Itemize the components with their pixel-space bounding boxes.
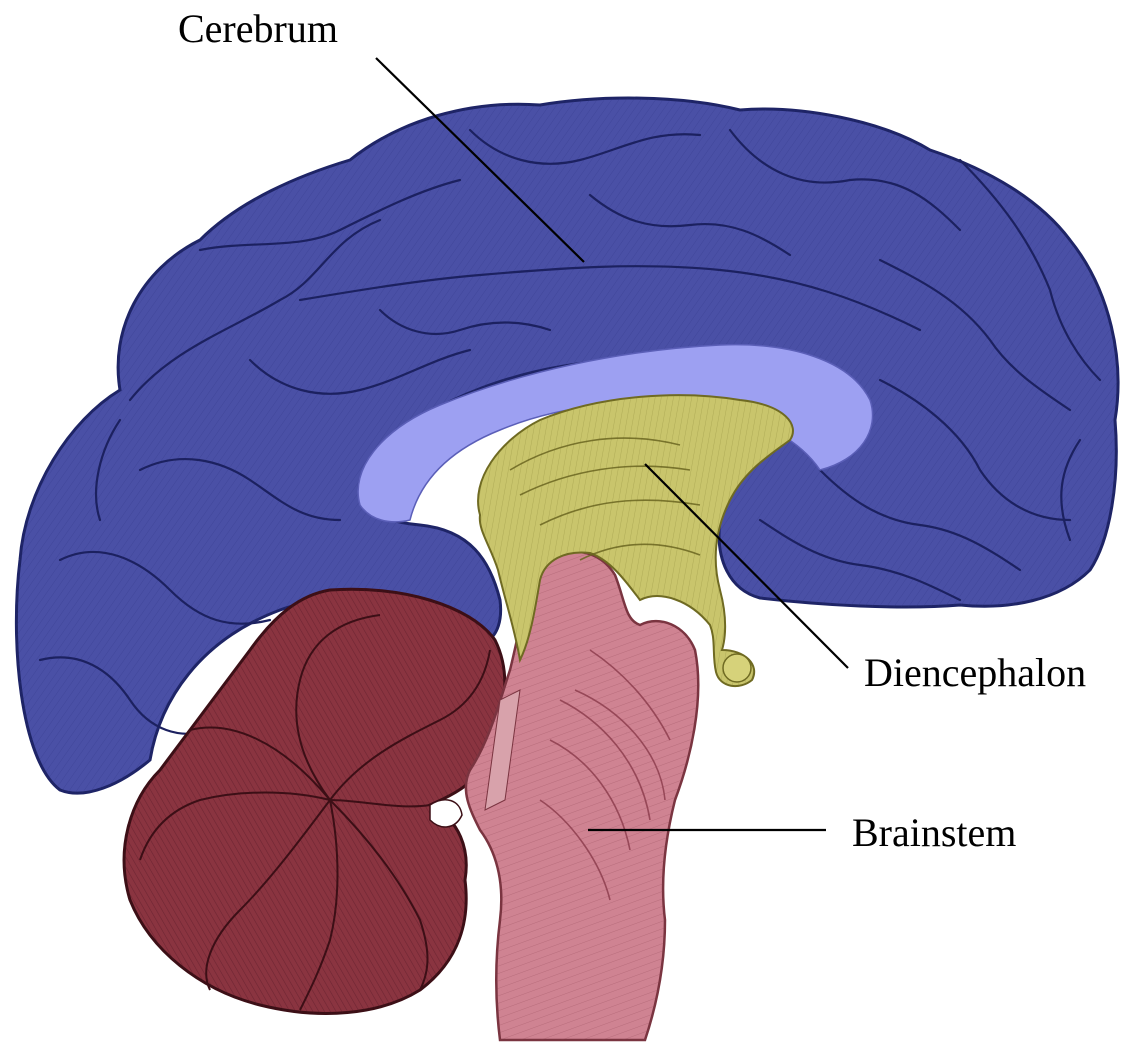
brainstem-region (466, 552, 698, 1040)
fourth-ventricle-notch (430, 800, 462, 827)
pituitary-gland (723, 654, 751, 682)
diencephalon-label: Diencephalon (864, 650, 1086, 695)
cerebrum-label: Cerebrum (178, 6, 338, 51)
brainstem-label: Brainstem (852, 810, 1016, 855)
